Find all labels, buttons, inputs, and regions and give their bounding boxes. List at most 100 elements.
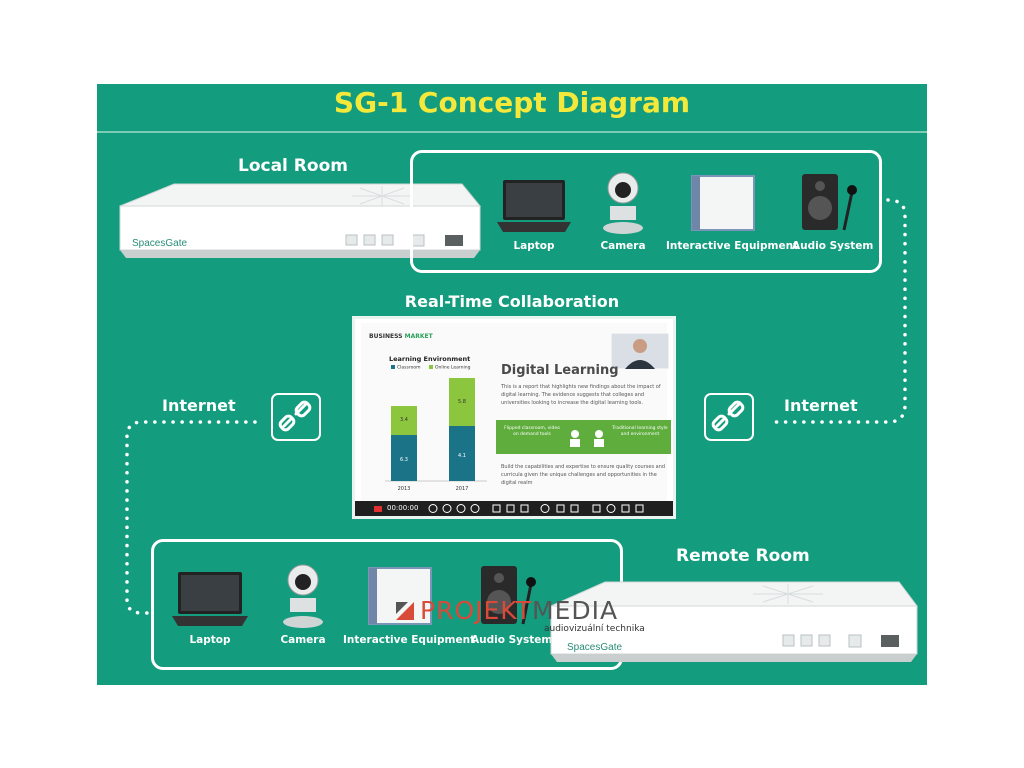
toolbar-button-icon[interactable] (540, 504, 550, 513)
bar-chart: 3.4 6.3 5.8 4.1 2013 2017 (385, 378, 487, 492)
bar-label: 6.3 (400, 457, 408, 463)
bar-label: 4.1 (458, 453, 466, 459)
toolbar-button-icon[interactable] (442, 504, 452, 513)
presenter-video-thumbnail (611, 333, 669, 369)
speaker-microphone-icon (481, 566, 536, 625)
toolbar-button-icon[interactable] (635, 504, 644, 513)
local-gateway-device: SpacesGate (119, 183, 482, 258)
presentation-toolbar: 00:00:00 (355, 501, 673, 516)
toolbar-button-icon[interactable] (506, 504, 515, 513)
legend-online: Online Learning (429, 365, 470, 371)
bar-2017-bottom (449, 426, 475, 481)
bar-2013-bottom (391, 435, 417, 481)
toolbar-controls (428, 504, 644, 513)
internet-label-left: Internet (162, 396, 236, 415)
x-tick-label: 2013 (398, 486, 411, 492)
device-label: Camera (600, 240, 646, 252)
diagram-title: SG-1 Concept Diagram (333, 86, 691, 119)
device-button (345, 234, 358, 246)
local-room-heading: Local Room (238, 156, 348, 176)
device-label: Interactive Equipment (666, 240, 799, 252)
device-button (782, 634, 795, 647)
chart-title: Learning Environment (389, 355, 471, 363)
people-icon (570, 430, 604, 447)
link-icon (271, 393, 321, 441)
legend-swatch (391, 365, 395, 369)
toolbar-button-icon[interactable] (592, 504, 601, 513)
link-icon (704, 393, 754, 441)
brand-left: BUSINESS (369, 333, 403, 340)
laptop-icon (172, 572, 248, 626)
bar-2017-top (449, 378, 475, 426)
device-label: Camera (280, 634, 326, 646)
toolbar-button-icon[interactable] (520, 504, 529, 513)
slide-paragraph-2: Build the capabilities and expertise to … (501, 464, 666, 486)
legend-label: Classroom (397, 365, 421, 371)
x-tick-label: 2017 (456, 486, 469, 492)
slide-highlight-band: Flipped classroom, video on demand tools… (496, 420, 671, 454)
projektmedia-logo-icon (396, 602, 414, 620)
internet-label-right: Internet (784, 396, 858, 415)
title-divider (97, 131, 927, 133)
toolbar-button-icon[interactable] (428, 504, 438, 513)
local-room-devices-box (410, 150, 882, 273)
legend-swatch (429, 365, 433, 369)
interactive-board-icon (690, 175, 755, 231)
remote-gateway-brand: SpacesGate (567, 642, 622, 653)
remote-camera: Camera (272, 562, 334, 646)
device-label: Interactive Equipment (343, 634, 476, 646)
legend-classroom: Classroom (391, 365, 420, 371)
device-button (363, 234, 376, 246)
right-dotted-connector (768, 198, 907, 424)
legend-label: Online Learning (435, 365, 471, 371)
watermark-subtitle: audiovizuální technika (544, 624, 645, 634)
toolbar-button-icon[interactable] (621, 504, 630, 513)
local-interactive-equipment: Interactive Equipment (666, 172, 798, 252)
toolbar-button-icon[interactable] (456, 504, 466, 513)
remote-interactive-equipment: Interactive Equipment (343, 564, 475, 646)
slide-content: BUSINESS MARKET Learning Environment Cla… (361, 323, 671, 501)
device-label: Laptop (513, 240, 555, 252)
device-label: Audio System (792, 240, 874, 252)
band-left-text: Flipped classroom, video on demand tools (504, 426, 560, 437)
remote-laptop: Laptop (170, 568, 250, 646)
toolbar-button-icon[interactable] (470, 504, 480, 513)
bar-label: 5.8 (458, 399, 466, 405)
usb-port (881, 635, 899, 647)
device-label: Laptop (189, 634, 231, 646)
collaboration-screen: BUSINESS MARKET Learning Environment Cla… (352, 316, 676, 519)
watermark-main-a: PROJEKT (420, 596, 533, 625)
toolbar-button-icon[interactable] (606, 504, 616, 513)
speaker-grille-icon (753, 584, 823, 604)
slide-heading: Digital Learning (501, 363, 619, 378)
power-button (848, 634, 862, 648)
remote-gateway-device: SpacesGate (550, 581, 918, 662)
local-gateway-brand: SpacesGate (132, 238, 187, 249)
recording-timer: 00:00:00 (387, 504, 419, 512)
laptop-icon (497, 180, 571, 232)
usb-port (445, 235, 463, 246)
local-camera: Camera (592, 170, 654, 252)
local-audio-system: Audio System (792, 172, 873, 252)
slide-paragraph-1: This is a report that highlights new fin… (501, 384, 661, 406)
toolbar-button-icon[interactable] (570, 504, 579, 513)
bar-2013-top (391, 406, 417, 435)
speaker-microphone-icon (802, 174, 857, 231)
record-icon[interactable] (373, 504, 383, 513)
left-dotted-connector (125, 420, 257, 615)
interactive-board-icon (367, 567, 432, 625)
camera-icon (283, 564, 323, 628)
device-label: Audio System (471, 634, 553, 646)
speaker-grille-icon (352, 186, 412, 206)
remote-room-heading: Remote Room (676, 546, 810, 566)
device-button (818, 634, 831, 647)
toolbar-button-icon[interactable] (556, 504, 565, 513)
local-laptop: Laptop (495, 176, 573, 252)
slide-brand: BUSINESS MARKET (369, 333, 433, 340)
band-right-text: Traditional learning style and environme… (612, 426, 668, 437)
bar-label: 3.4 (400, 417, 408, 423)
brand-right: MARKET (404, 333, 433, 340)
toolbar-button-icon[interactable] (492, 504, 501, 513)
watermark-main-b: MEDIA (532, 596, 619, 625)
